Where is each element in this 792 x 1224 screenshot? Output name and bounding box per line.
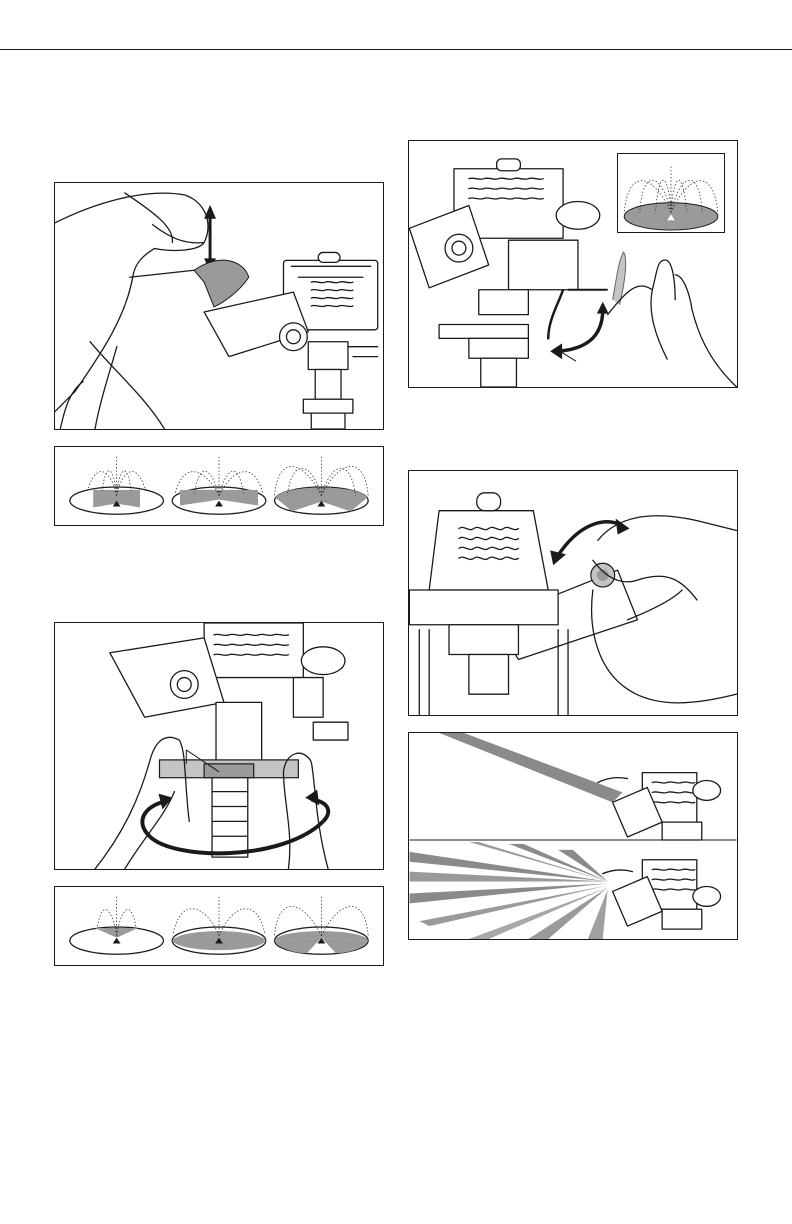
medium-pattern-icon bbox=[172, 457, 266, 515]
fan-spray-icon bbox=[410, 842, 633, 939]
sprinkler-head-icon bbox=[110, 623, 348, 762]
pattern-diffuser-illustration bbox=[55, 447, 383, 525]
screw-icon bbox=[591, 563, 615, 587]
full-circle-pattern-inset bbox=[617, 153, 725, 233]
wide-pattern-icon bbox=[275, 455, 369, 514]
figure-trip-pin bbox=[408, 140, 738, 388]
spray-patterns-illustration bbox=[409, 733, 737, 939]
figure-diffuser-adjust bbox=[54, 182, 384, 430]
diffuser-adjust-illustration bbox=[55, 183, 383, 429]
figure-distance-screw bbox=[408, 470, 738, 716]
hand-icon bbox=[608, 260, 737, 387]
sprinkler-head-icon bbox=[409, 493, 637, 715]
curved-arrow-icon bbox=[550, 302, 609, 362]
figure-pattern-diffuser bbox=[54, 446, 384, 526]
figure-spray-patterns bbox=[408, 732, 738, 940]
distance-screw-illustration bbox=[409, 471, 737, 715]
collar-adjust-illustration bbox=[55, 623, 383, 869]
rotate-arrow-icon bbox=[550, 519, 629, 566]
narrow-pattern-icon bbox=[70, 457, 164, 515]
wide-sector-icon bbox=[275, 895, 369, 954]
medium-sector-icon bbox=[172, 895, 266, 954]
sprinkler-head-icon bbox=[409, 159, 599, 387]
pattern-collar-illustration bbox=[55, 887, 383, 965]
hand-icon bbox=[55, 193, 208, 429]
page-header-rule bbox=[0, 49, 792, 50]
diffuser-tab-icon bbox=[130, 260, 249, 307]
jet-stream-icon bbox=[439, 733, 627, 802]
narrow-sector-icon bbox=[70, 897, 164, 955]
figure-collar-adjust bbox=[54, 622, 384, 870]
sprinkler-head-icon bbox=[613, 773, 721, 840]
full-circle-pattern-icon bbox=[618, 154, 724, 232]
collar-ring-icon bbox=[159, 750, 298, 857]
figure-pattern-collar bbox=[54, 886, 384, 966]
